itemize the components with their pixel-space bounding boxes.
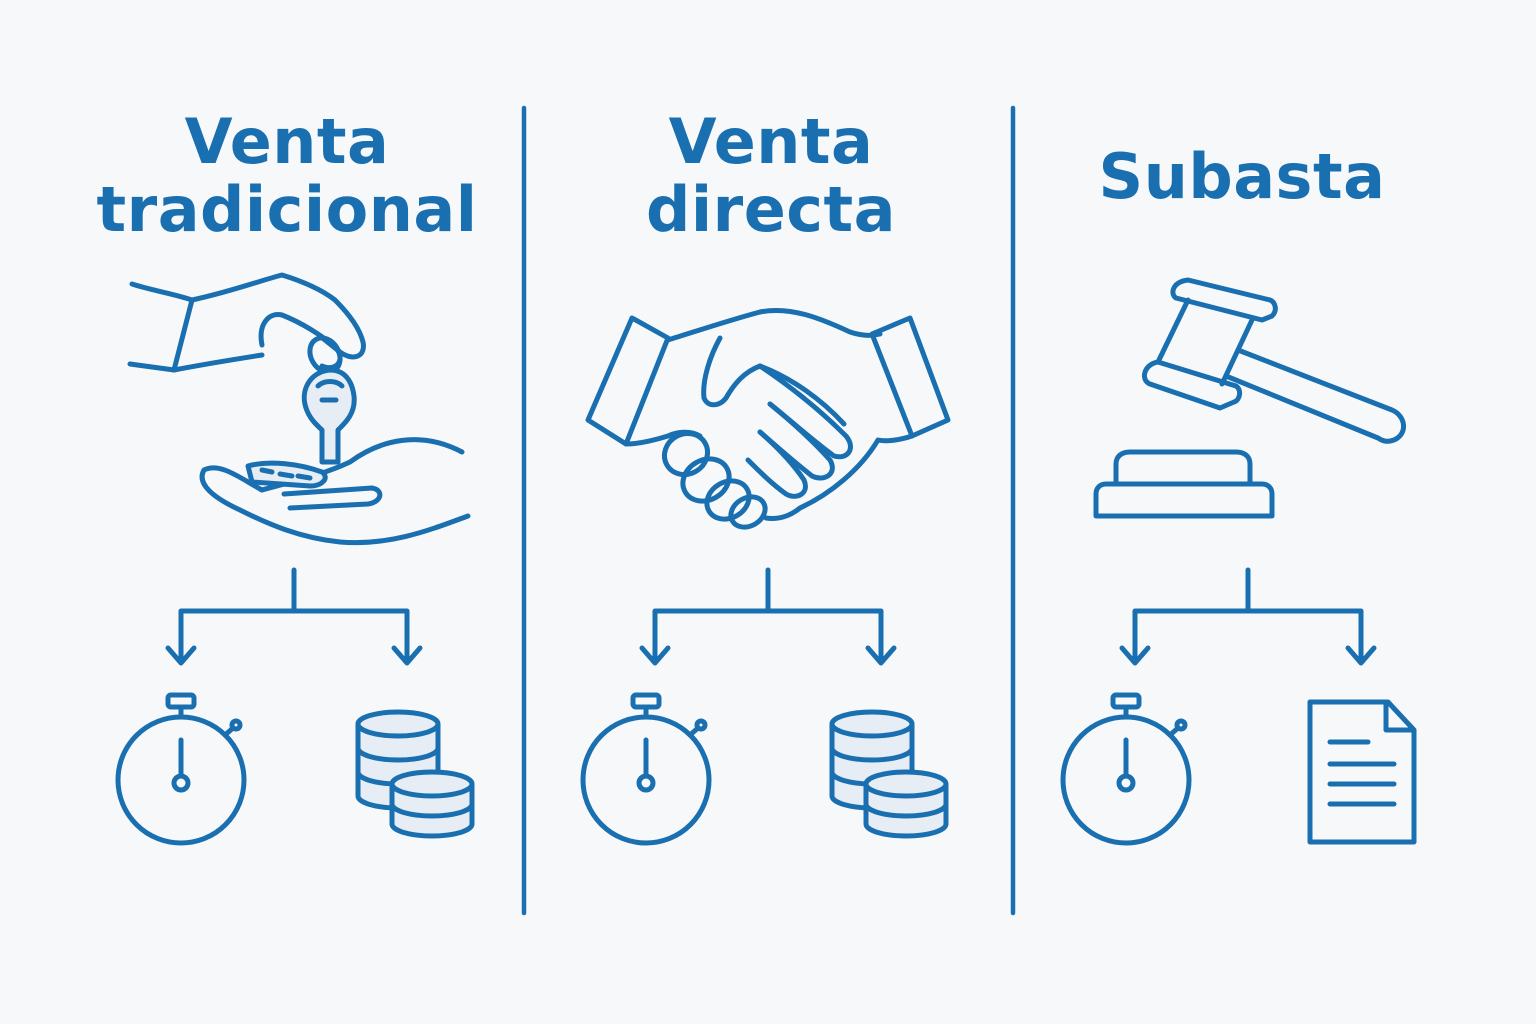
title-line: directa: [646, 173, 896, 246]
split-arrows: [168, 570, 420, 663]
split-arrows: [642, 570, 894, 663]
title-line: Venta: [668, 105, 874, 178]
coin-stacks-icon: [358, 712, 472, 836]
stopwatch-icon: [1063, 695, 1189, 843]
column-title-direct-sale: Venta directa: [551, 108, 991, 244]
title-line: Venta: [184, 105, 390, 178]
coin-stacks-icon: [832, 712, 946, 836]
document-icon: [1307, 699, 1417, 845]
split-arrows: [1122, 570, 1374, 663]
column-title-auction: Subasta: [1022, 143, 1462, 211]
title-line: Subasta: [1098, 140, 1386, 213]
handshake-icon: [585, 307, 951, 530]
stopwatch-icon: [583, 695, 709, 843]
title-line: tradicional: [96, 173, 478, 246]
stopwatch-icon: [118, 695, 244, 843]
column-title-traditional-sale: Venta tradicional: [67, 108, 507, 244]
gavel-icon: [1093, 277, 1406, 519]
hand-giving-key-icon: [127, 272, 471, 546]
